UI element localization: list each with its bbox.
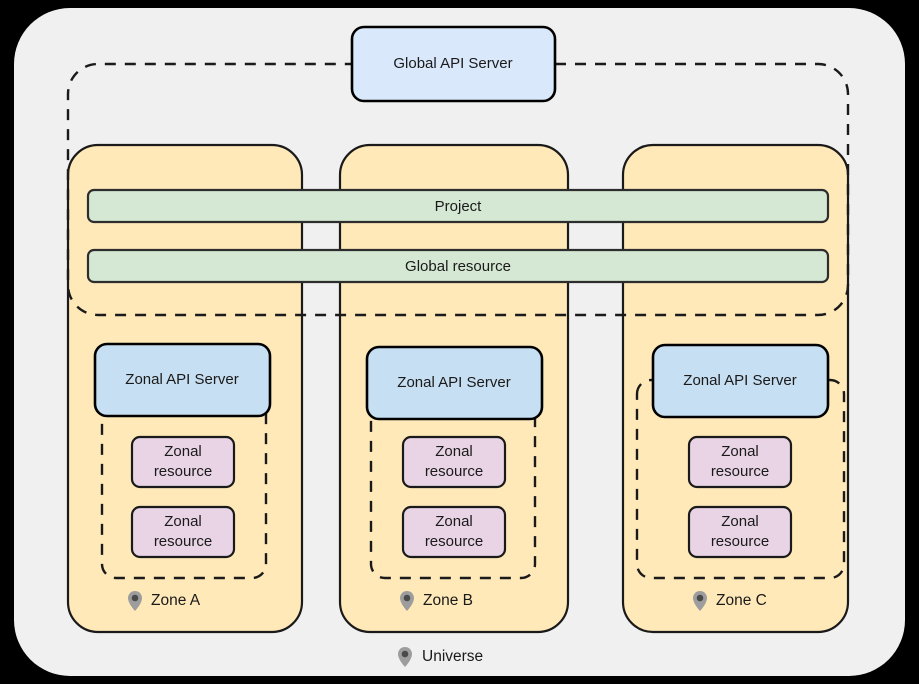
zone-b-api-server-label: Zonal API Server: [397, 374, 510, 391]
zone-a-api-server[interactable]: Zonal API Server: [93, 342, 272, 418]
zone-a-api-server-box: [93, 342, 272, 418]
zone-c-inner-dashed-border: [635, 378, 846, 580]
global-resource-bar-rect: [86, 248, 830, 284]
zone-b-resource-2-label-line1: Zonal: [435, 513, 473, 530]
zone-b-resource-1-label-line1: Zonal: [435, 443, 473, 460]
zone-b-resource-1-box: [401, 435, 507, 489]
zone-b-label: Zone B: [423, 592, 473, 609]
zone-b-api-server-box: [365, 345, 544, 421]
zone-c-resource-1-label-line1: Zonal: [721, 443, 759, 460]
zone-c-label: Zone C: [716, 592, 767, 609]
project-bar-label: Project: [435, 198, 483, 215]
zone-a-resource-1-box: [130, 435, 236, 489]
zone-b-resource-1-label-line2: resource: [425, 463, 483, 480]
zone-c-resource-2-label-line2: resource: [711, 533, 769, 550]
zone-a-api-server-label: Zonal API Server: [125, 371, 238, 388]
universe-label: Universe: [422, 648, 483, 665]
zone-c-api-server[interactable]: Zonal API Server: [651, 343, 830, 419]
zone-c-resource-2[interactable]: Zonal resource: [687, 505, 793, 559]
zone-a-resource-2-label-line1: Zonal: [164, 513, 202, 530]
zone-b-resource-2-box: [401, 505, 507, 559]
project-bar[interactable]: Project: [86, 188, 830, 224]
zone-c-resource-1[interactable]: Zonal resource: [687, 435, 793, 489]
global-api-server-label: Global API Server: [393, 55, 512, 72]
zone-b-resource-1[interactable]: Zonal resource: [401, 435, 507, 489]
zone-a-resource-1[interactable]: Zonal resource: [130, 435, 236, 489]
zone-a-resource-1-label-line2: resource: [154, 463, 212, 480]
zone-a-resource-1-label-line1: Zonal: [164, 443, 202, 460]
global-api-server[interactable]: Global API Server: [350, 25, 557, 103]
zone-c-label-group: Zone C: [693, 591, 767, 611]
global-resource-bar-label: Global resource: [405, 258, 511, 275]
global-scope-dashed-border: [66, 62, 850, 317]
zone-a-label: Zone A: [151, 592, 201, 609]
zone-b-resource-2[interactable]: Zonal resource: [401, 505, 507, 559]
zone-c-api-server-box: [651, 343, 830, 419]
zone-a-resource-2[interactable]: Zonal resource: [130, 505, 236, 559]
zone-a-inner-dashed-border: [100, 377, 268, 580]
zone-c-resource-2-box: [687, 505, 793, 559]
zone-b-inner-dashed-border: [369, 380, 537, 580]
zone-a-resource-2-label-line2: resource: [154, 533, 212, 550]
global-resource-bar[interactable]: Global resource: [86, 248, 830, 284]
project-bar-rect: [86, 188, 830, 224]
zone-b-label-group: Zone B: [400, 591, 473, 611]
zone-c-resource-2-label-line1: Zonal: [721, 513, 759, 530]
universe-label-group: Universe: [398, 647, 483, 667]
zone-c-api-server-label: Zonal API Server: [683, 372, 796, 389]
zone-a-resource-2-box: [130, 505, 236, 559]
global-api-server-box: [350, 25, 557, 103]
zone-c-resource-1-label-line2: resource: [711, 463, 769, 480]
zone-a-label-group: Zone A: [128, 591, 201, 611]
zone-c-resource-1-box: [687, 435, 793, 489]
zone-b-api-server[interactable]: Zonal API Server: [365, 345, 544, 421]
zone-b-resource-2-label-line2: resource: [425, 533, 483, 550]
